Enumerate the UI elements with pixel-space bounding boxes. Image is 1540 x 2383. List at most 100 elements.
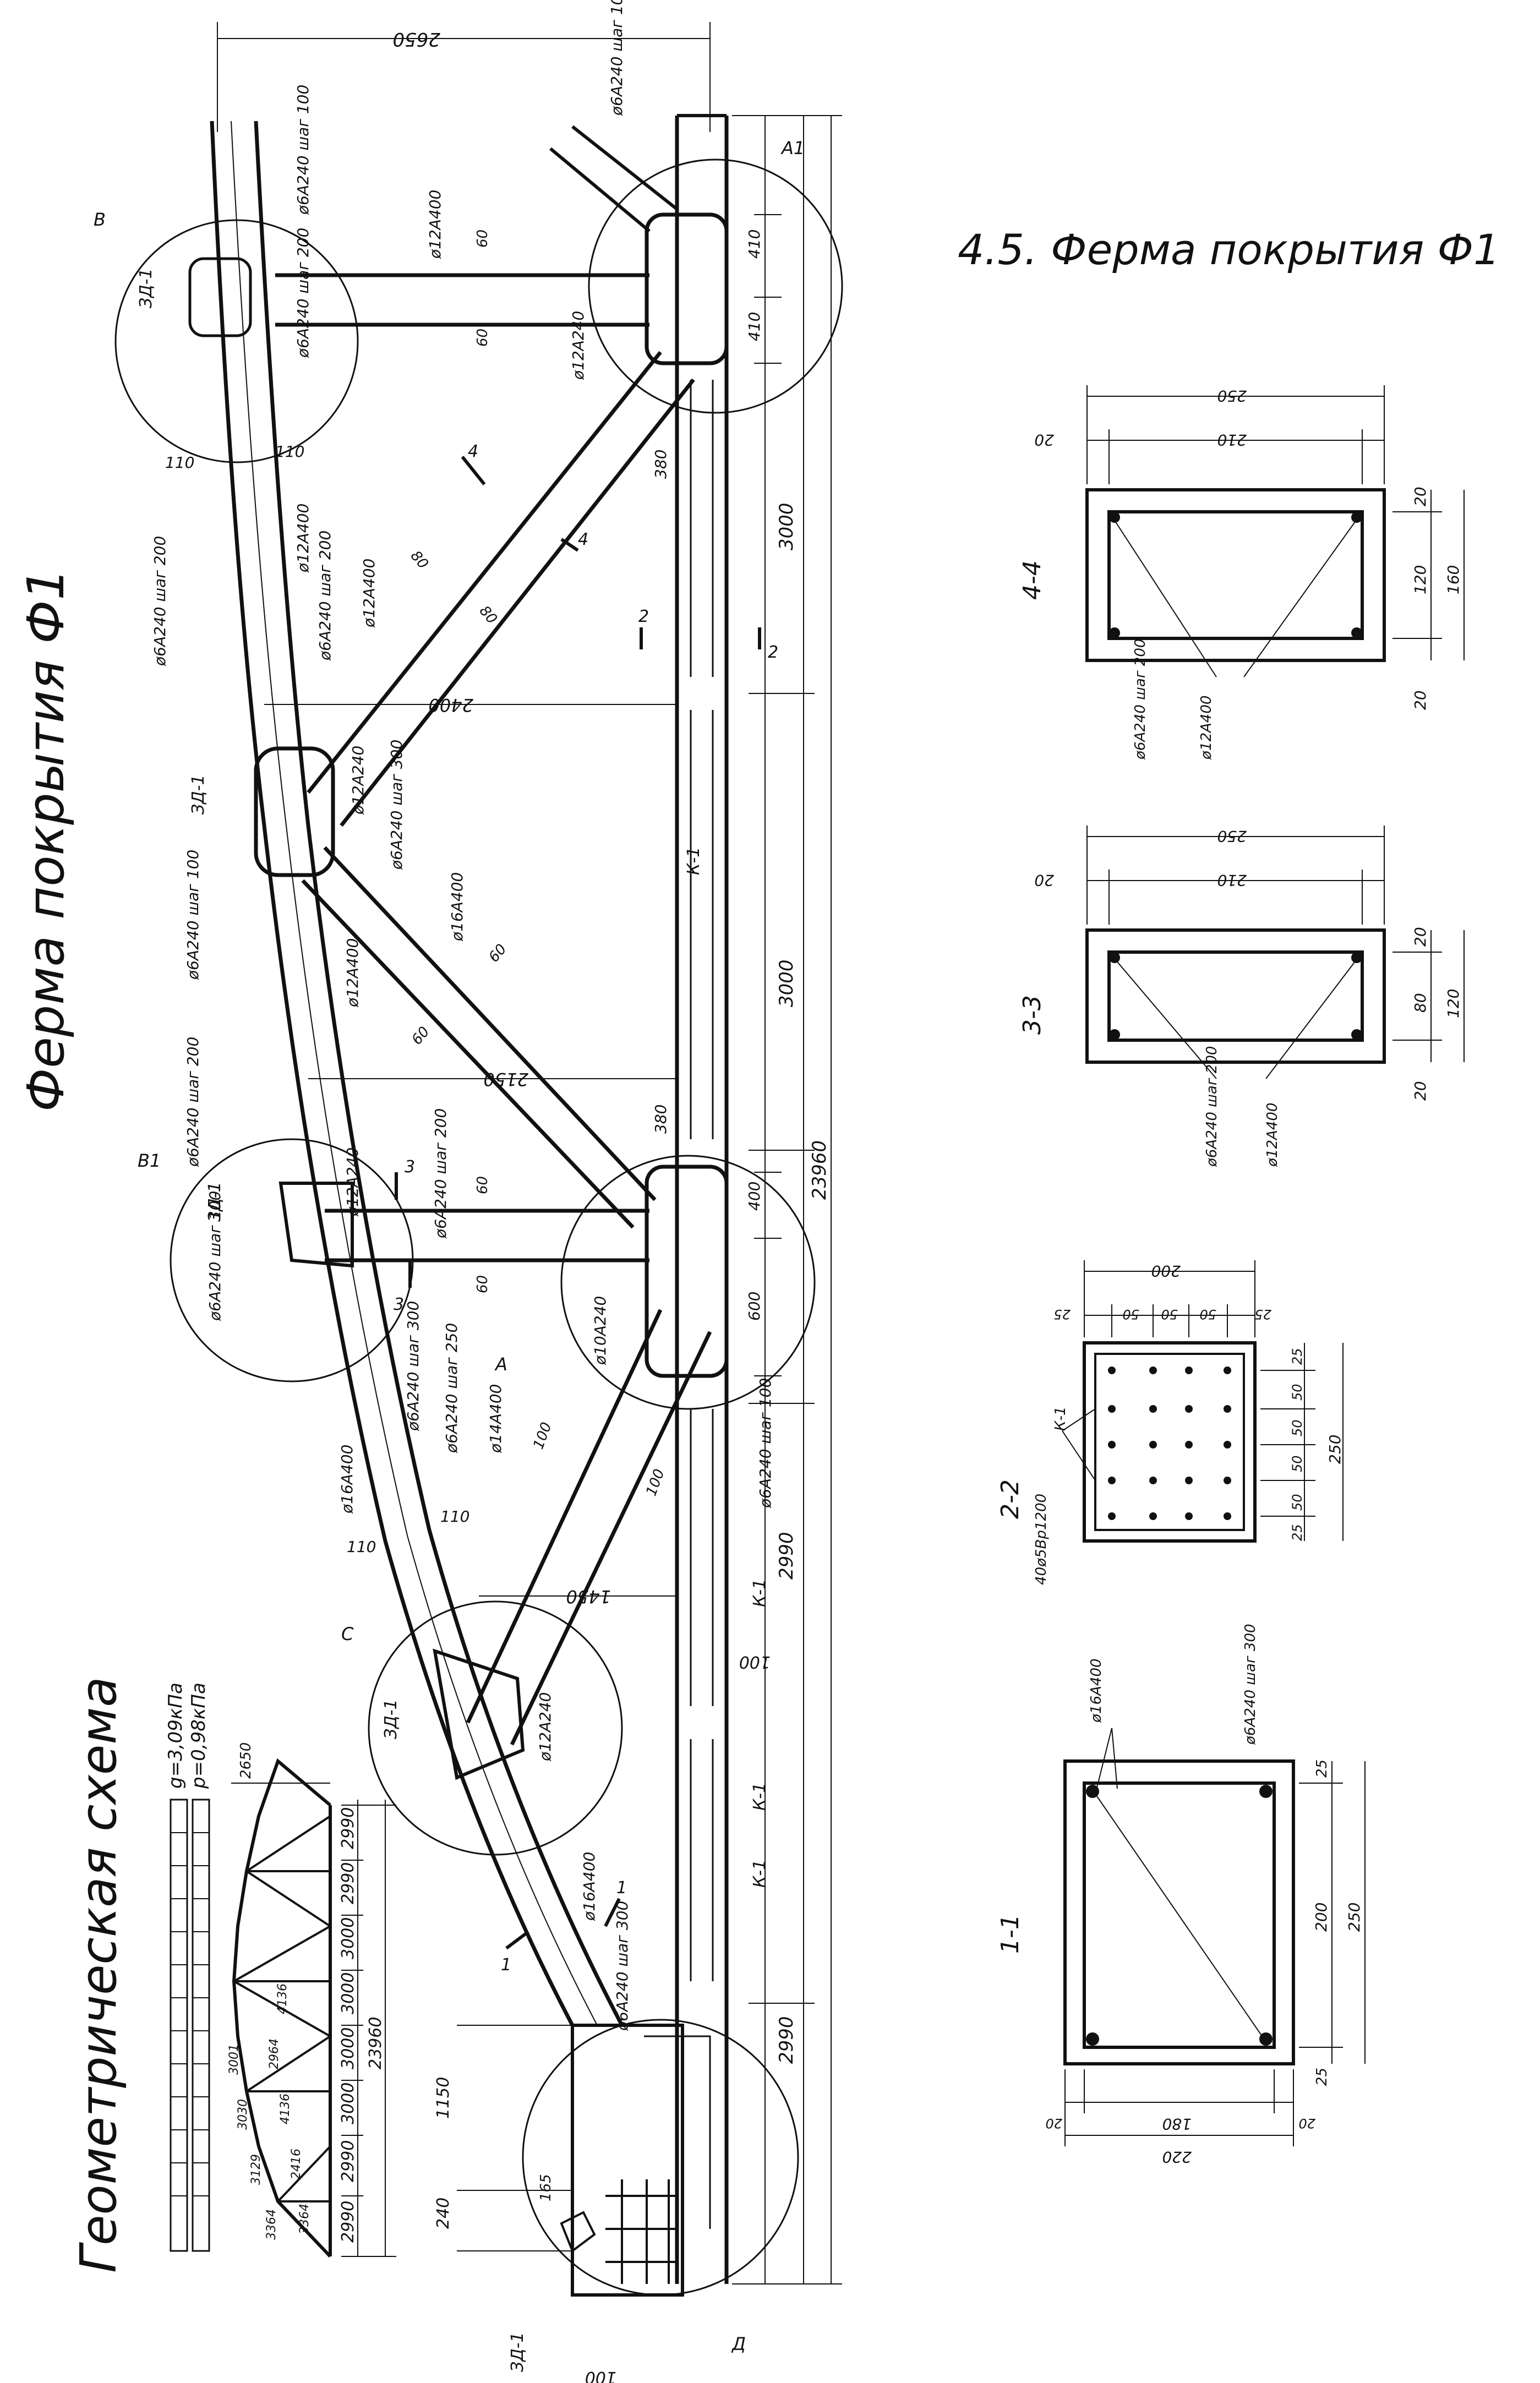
section-2-2-dim-top-50c: 50 [1199, 1307, 1216, 1322]
node-a1 [645, 212, 729, 365]
section-1-1-dim-20b: 20 [1298, 2116, 1315, 2131]
section-3-3-rebar-main: ø12A400 [1264, 1103, 1281, 1167]
section-3-3-dim-250: 250 [1217, 827, 1247, 845]
section-4-4-dim-120: 120 [1411, 565, 1429, 594]
rebar-label-14a400: ø14A400 [487, 1384, 505, 1453]
section-1-1-title: 1-1 [996, 1914, 1024, 1954]
marker-b: В [94, 209, 106, 230]
section-2-2-dim-side-25a: 25 [1290, 1348, 1305, 1365]
node-b1 [278, 1182, 354, 1268]
section-1-1-rebar-main: ø16A400 [1088, 1659, 1105, 1723]
section-2-2-dim-top-50b: 50 [1161, 1307, 1178, 1322]
vertical-post-2 [325, 1209, 649, 1262]
end-dim-100-b: 100 [739, 1652, 771, 1671]
marker-a1: А1 [780, 138, 805, 158]
load-g-label: g=3,09кПа [165, 1682, 187, 1789]
scheme-member-label-7: 4136 [278, 2094, 292, 2124]
detail-circle-a [560, 1155, 816, 1410]
section-mark-1-a: 1 [501, 1955, 511, 1975]
section-2-2-labels: 2-2 200 25 50 50 50 25 25 50 50 50 50 25… [996, 1262, 1344, 1585]
node-c [433, 1648, 525, 1780]
node-a [645, 1165, 729, 1378]
node-dim-80-a: 80 [407, 548, 432, 572]
section-4-4-dim-160: 160 [1444, 565, 1462, 594]
marker-zd1-mid: ЗД-1 [189, 774, 208, 815]
node-dim-110-b: 110 [275, 442, 304, 461]
marker-k1-d: К-1 [750, 1783, 769, 1811]
scheme-member-label-2: 3129 [249, 2154, 263, 2185]
rebar-label-6a240-300-c: ø6A240 шаг 300 [613, 1901, 631, 2031]
marker-zd1-d: ЗД-1 [508, 2332, 527, 2372]
section-2-2-dim-top-25a: 25 [1053, 1307, 1071, 1322]
diagonal-2 [301, 846, 657, 1229]
rebar-label-b-200: ø6A240 шаг 200 [294, 228, 312, 358]
rebar-label-12a240-c: ø12A240 [343, 1147, 362, 1217]
marker-b1: В1 [138, 1150, 161, 1171]
scheme-panel-4: 3000 [338, 1972, 358, 2014]
truss-height-2: 2150 [484, 1069, 528, 1090]
scheme-total-length: 23960 [366, 2017, 385, 2069]
rebar-label-12a400-b: ø12A400 [294, 504, 312, 573]
section-4-4-rebar-main: ø12A400 [1198, 696, 1215, 760]
strand-grid [1108, 1367, 1231, 1520]
node-dim-410-b: 410 [745, 312, 763, 341]
rebar-label-12a400-d: ø12A400 [343, 938, 362, 1008]
truss-elevation [114, 22, 843, 2297]
node-dim-380-b: 380 [652, 1105, 670, 1134]
section-4-4 [1085, 385, 1465, 677]
truss-bottom-dim-2: 3000 [776, 959, 798, 1007]
section-3-3 [1085, 826, 1465, 1079]
scheme-title: Геометрическая схема [70, 1677, 128, 2273]
node-dim-110-d: 110 [440, 1507, 469, 1526]
node-dim-60-d: 60 [474, 1275, 491, 1293]
scheme-member-label-1: 3364 [265, 2209, 278, 2240]
diagonal-3 [466, 1309, 712, 1746]
section-4-4-title: 4-4 [1018, 560, 1046, 600]
node-dim-400: 400 [745, 1182, 763, 1211]
section-3-3-dim-side-20a: 20 [1411, 927, 1429, 947]
scheme-panel-2: 2990 [338, 1862, 358, 1904]
section-3-3-dim-210: 210 [1217, 871, 1247, 889]
rebar-label-10a240: ø10A240 [591, 1296, 609, 1365]
truss-top-dim: 2650 [392, 28, 440, 50]
section-4-4-labels: 4-4 250 210 20 20 120 160 20 ø6A240 шаг … [1018, 387, 1462, 760]
marker-k1-b: К-1 [750, 1579, 769, 1607]
detail-circle-c [368, 1600, 623, 1856]
load-bar-g [170, 1799, 188, 2252]
section-2-2-dim-side-25b: 25 [1290, 1524, 1305, 1541]
section-2-2-dim-side-50d: 50 [1290, 1494, 1305, 1511]
rebar-label-6a240-300-b: ø6A240 шаг 300 [404, 1301, 422, 1431]
rebar-label-6a240-200-c: ø6A240 шаг 200 [184, 1037, 202, 1167]
truss-labels: 2650 23960 3000 3000 2990 2990 2400 2150… [94, 0, 831, 2383]
section-1-1-dim-side-25a: 25 [1314, 1759, 1330, 1778]
rebar-label-12a400-a: ø12A400 [426, 190, 444, 259]
rebar-label-12a240-b: ø12A240 [349, 746, 367, 815]
top-chord-outer [210, 121, 575, 2026]
marker-k1-a: К-1 [684, 847, 703, 875]
node-dim-60-f: 60 [408, 1024, 433, 1048]
section-heading: 4.5. Ферма покрытия Ф1 [958, 225, 1500, 274]
node-dim-100-b: 100 [643, 1467, 668, 1498]
section-mark-4-a: 4 [468, 442, 478, 461]
detail-circle-b [114, 219, 359, 463]
scheme-panel-1: 2990 [338, 1807, 358, 1849]
node-dim-80-b: 80 [476, 603, 500, 627]
node-upper-mid [254, 746, 335, 877]
detail-circle-b1 [170, 1138, 414, 1382]
marker-k1-c: К-1 [750, 1860, 769, 1888]
scheme-member-label-8: 4136 [276, 1983, 290, 2014]
marker-a: А [494, 1354, 507, 1375]
truss-overall-span: 23960 [809, 1140, 831, 1200]
detail-circle-d [522, 2019, 799, 2296]
end-dim-240: 240 [434, 2198, 453, 2229]
rebar-label-16a400-a: ø16A400 [448, 872, 466, 942]
rebar-label-12a400-c: ø12A400 [360, 559, 378, 628]
scheme-member-label-4: 3001 [227, 2044, 241, 2075]
end-dim-165: 165 [538, 2174, 554, 2201]
section-1-1-dim-220: 220 [1162, 2148, 1192, 2166]
rebar-label-top: ø6A240 шаг 100 [608, 0, 626, 116]
section-2-2 [1062, 1260, 1344, 1543]
rebar-label-16a400-b: ø16A400 [338, 1445, 356, 1514]
diagonal-1 [307, 351, 695, 827]
scheme-rise: 2650 [238, 1742, 254, 1779]
